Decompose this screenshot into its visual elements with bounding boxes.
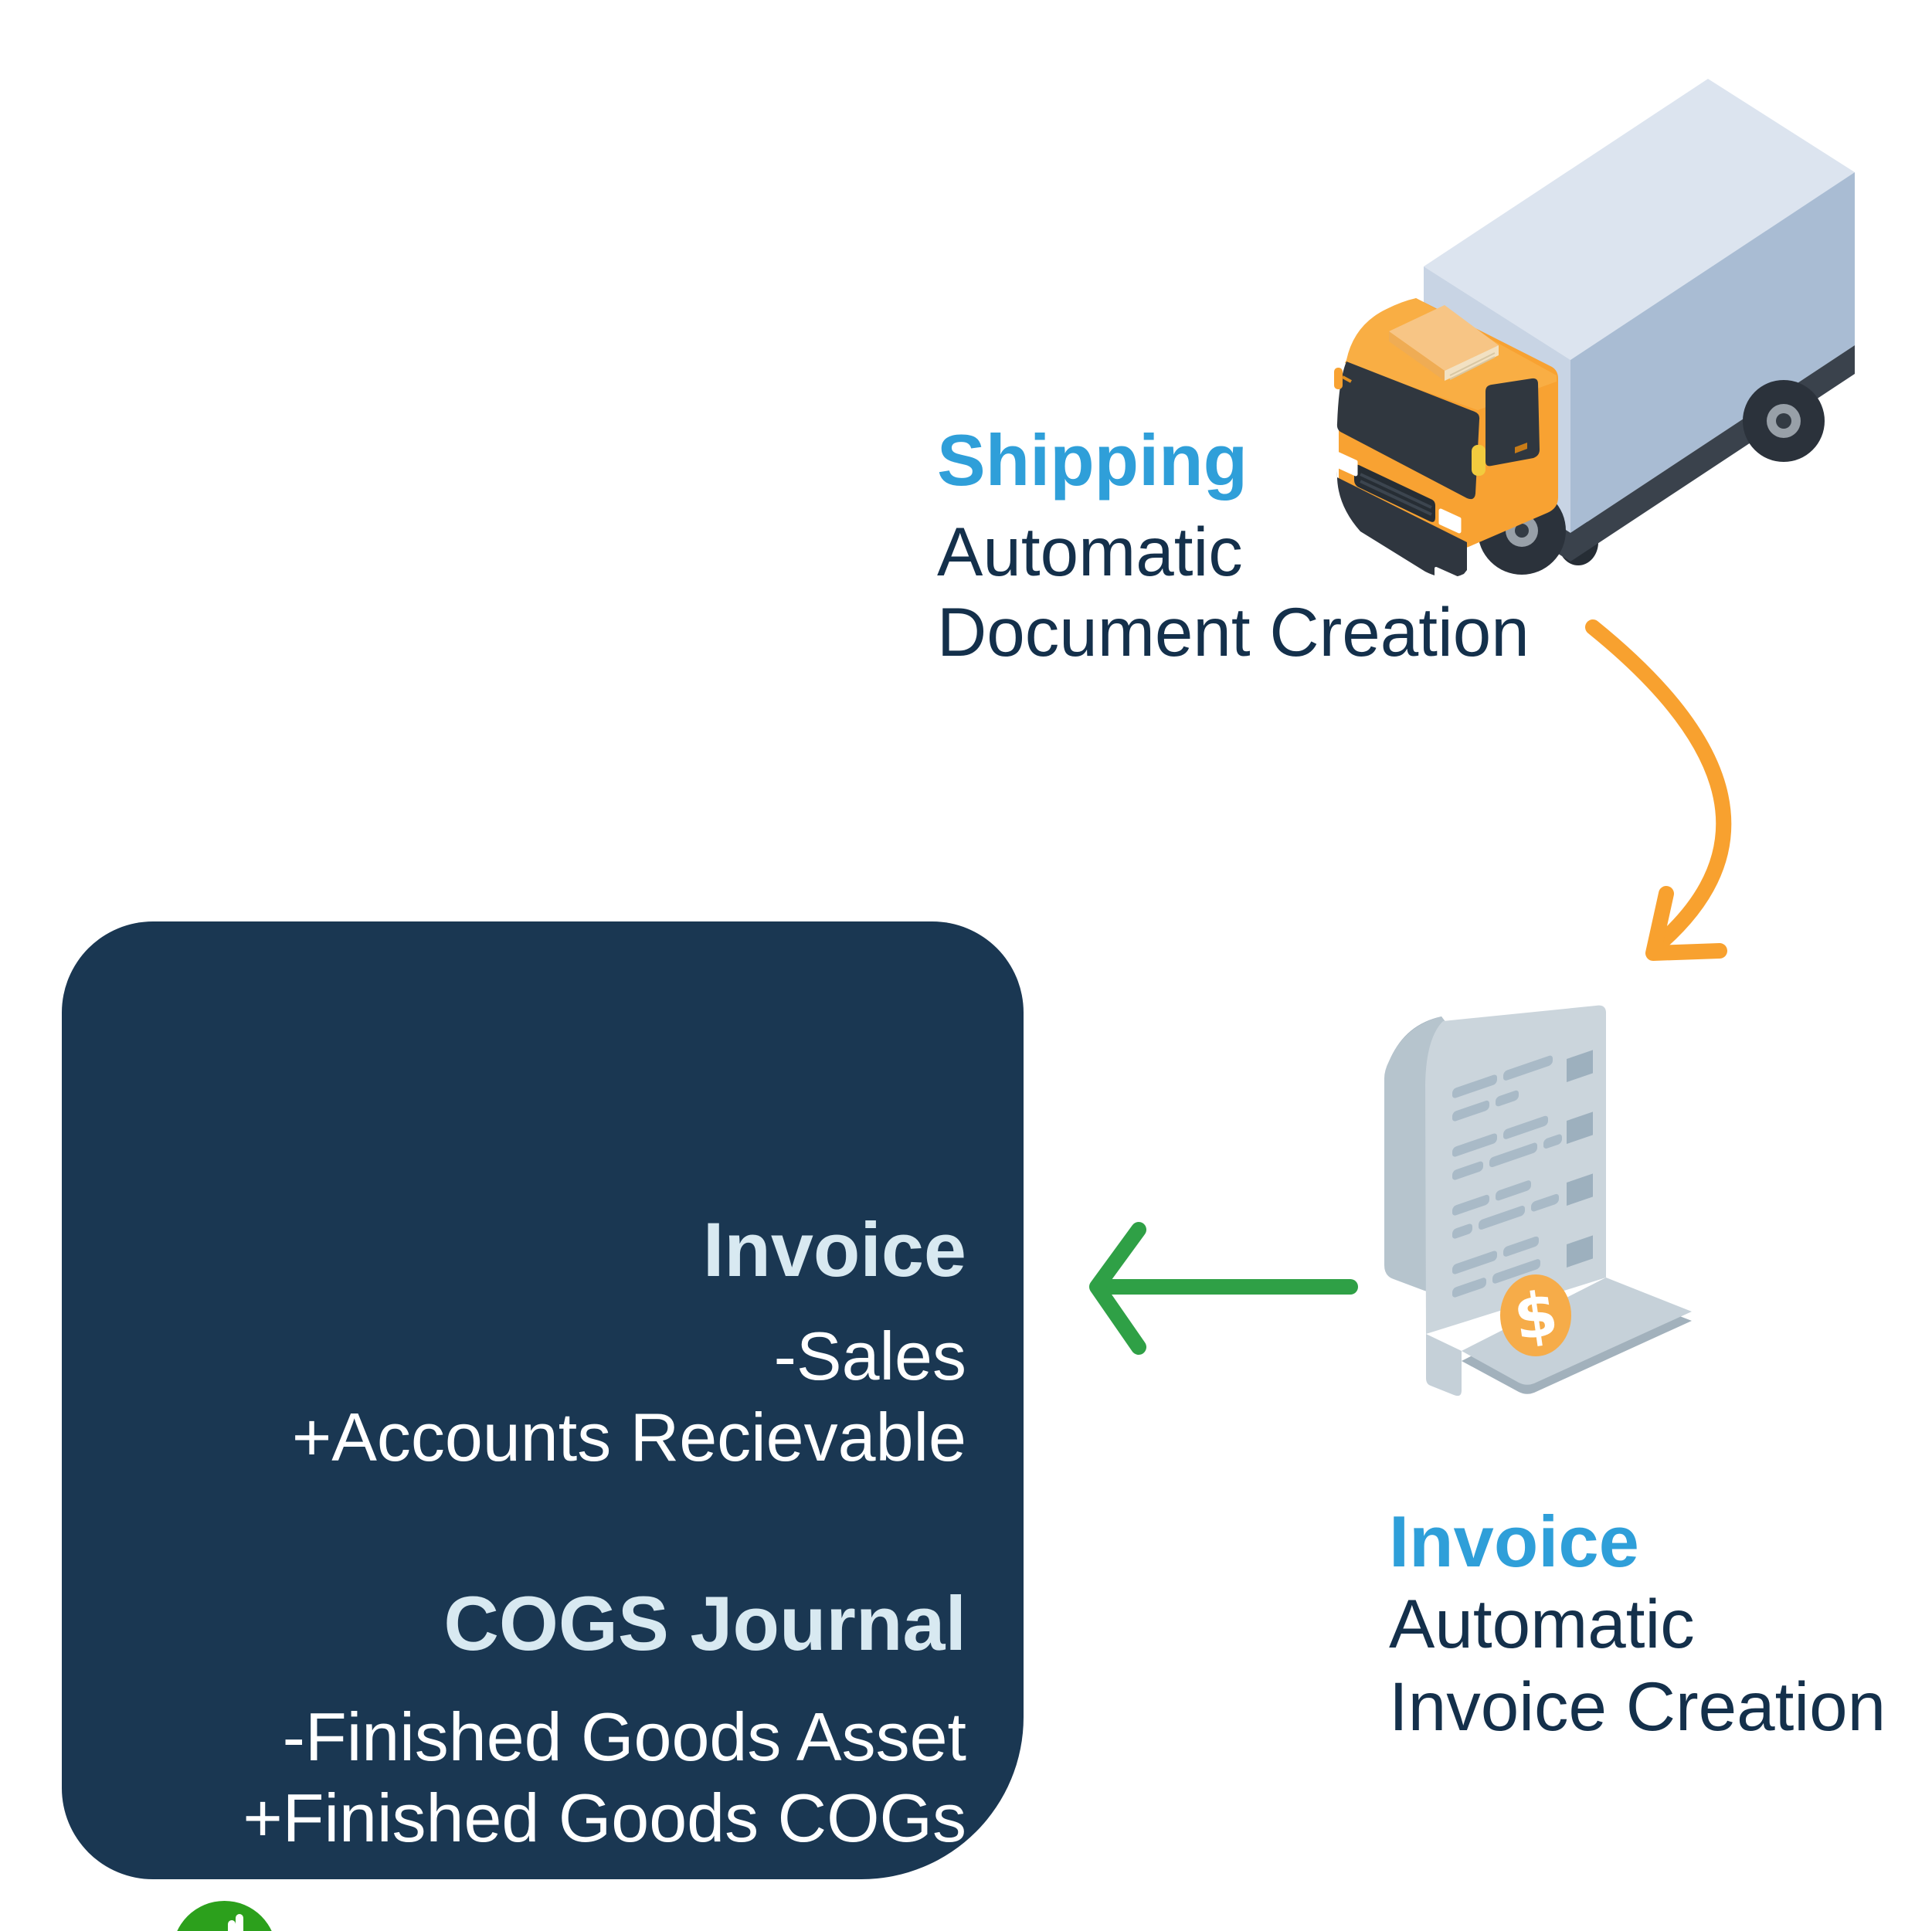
dollar-coin-icon: $ [1500,1274,1571,1356]
receipt-bottom-strip [1426,1334,1462,1396]
truck-rear-wheel [1743,380,1825,462]
truck-door-handle [1515,443,1527,453]
truck-headlight-left [1335,451,1358,477]
panel-invoice-line1: -Sales [773,1318,966,1394]
left-arrow-icon [1089,1222,1358,1355]
delivery-truck-icon [1334,79,1855,579]
quickbooks-panel: INTUIT quickbooks [62,921,1024,1931]
invoice-step-line2: Invoice Creation [1389,1668,1886,1745]
cargo-top-face [1424,79,1855,360]
shipping-step-line1: Automatic [937,513,1243,590]
receipt-base-top [1462,1278,1692,1385]
panel-cogs-line2: +Finished Goods COGs [243,1780,966,1856]
shipping-step-description: Automatic Document Creation [937,511,1530,672]
invoice-receipt-icon: $ [1384,1005,1692,1396]
panel-invoice-line2: +Accounts Recievable [291,1399,966,1475]
curved-down-arrow-icon [1585,619,1732,961]
shipping-step-label: Shipping Automatic Document Creation [937,424,1530,672]
truck-mirror-left [1334,368,1343,389]
shipping-step-title: Shipping [937,419,1248,501]
truck-roof-vent [1389,305,1499,381]
quickbooks-logo-icon [177,1901,272,1931]
truck-windshield [1336,361,1480,500]
truck-license-plate [1435,567,1465,579]
invoice-step-title: Invoice [1389,1501,1639,1582]
shipping-step-line2: Document Creation [937,593,1530,670]
coin-currency-symbol: $ [1509,1278,1562,1355]
receipt-fold-flap [1384,1016,1454,1292]
panel-invoice-heading: Invoice [702,1206,966,1292]
receipt-text-lines [1452,1050,1593,1298]
truck-cab [1334,298,1558,579]
panel-cogs-line1: -Finished Goods Asset [282,1699,966,1775]
panel-cogs-lines: -Finished Goods Asset +Finished Goods CO… [62,1696,966,1858]
logo-product-name: quickbooks [296,1919,677,1931]
cargo-right-face [1570,172,1855,533]
truck-mirror-right [1472,445,1486,476]
quickbooks-logo: INTUIT quickbooks [172,1890,868,1931]
panel-invoice-lines: -Sales +Accounts Recievable [62,1315,966,1478]
invoice-step-line1: Automatic [1389,1585,1695,1662]
truck-bumper [1336,471,1467,578]
truck-headlight-right [1438,508,1462,534]
panel-cogs-heading: COGS Journal [443,1580,966,1666]
invoice-step-label: Invoice Automatic Invoice Creation [1389,1505,1886,1748]
logo-company-name: INTUIT [307,1888,469,1931]
invoice-step-description: Automatic Invoice Creation [1389,1583,1886,1748]
